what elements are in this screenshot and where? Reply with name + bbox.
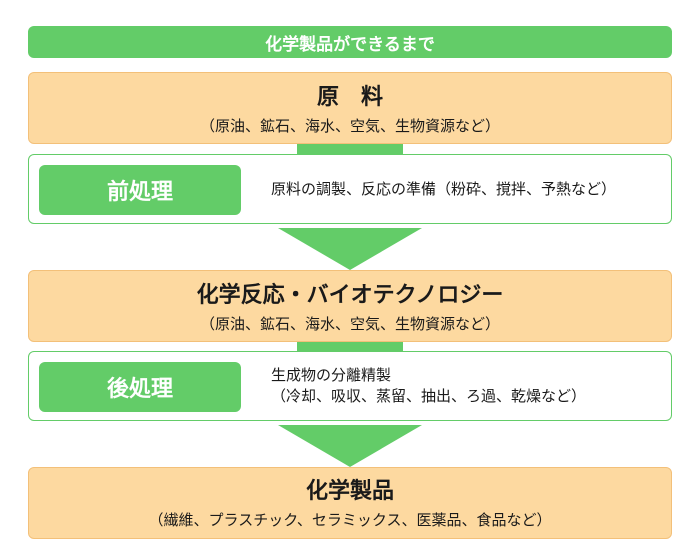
post-process-desc-line1: 生成物の分離精製: [271, 366, 392, 384]
post-process-label: 後処理: [39, 362, 241, 412]
diagram-title: 化学製品ができるまで: [28, 26, 672, 58]
raw-material-box: 原 料 （原油、鉱石、海水、空気、生物資源など）: [28, 72, 672, 144]
post-process-description: 生成物の分離精製 （冷却、吸収、蒸留、抽出、ろ過、乾燥など）: [271, 365, 586, 407]
connector-reaction-to-post: [297, 340, 403, 352]
raw-material-title: 原 料: [316, 85, 383, 110]
reaction-title: 化学反応・バイオテクノロジー: [196, 283, 504, 308]
down-arrow-1-shape: [278, 228, 422, 270]
raw-material-subtitle: （原油、鉱石、海水、空気、生物資源など）: [199, 117, 500, 135]
reaction-subtitle: （原油、鉱石、海水、空気、生物資源など）: [199, 315, 500, 333]
product-box: 化学製品 （繊維、プラスチック、セラミックス、医薬品、食品など）: [28, 467, 672, 539]
product-title: 化学製品: [305, 479, 394, 504]
reaction-box: 化学反応・バイオテクノロジー （原油、鉱石、海水、空気、生物資源など）: [28, 270, 672, 342]
post-process-desc-line2: （冷却、吸収、蒸留、抽出、ろ過、乾燥など）: [271, 387, 587, 405]
pre-process-label: 前処理: [39, 165, 241, 215]
pre-process-box: 前処理 原料の調製、反応の準備（粉砕、撹拌、予熱など）: [28, 154, 672, 224]
product-subtitle: （繊維、プラスチック、セラミックス、医薬品、食品など）: [148, 511, 552, 529]
down-arrow-2-shape: [278, 425, 422, 467]
post-process-box: 後処理 生成物の分離精製 （冷却、吸収、蒸留、抽出、ろ過、乾燥など）: [28, 351, 672, 421]
down-arrow-2: [278, 425, 422, 467]
down-arrow-1: [278, 228, 422, 270]
pre-process-desc-text: 原料の調製、反応の準備（粉砕、撹拌、予熱など）: [271, 180, 617, 198]
connector-raw-to-pre: [297, 143, 403, 155]
pre-process-description: 原料の調製、反応の準備（粉砕、撹拌、予熱など）: [271, 179, 616, 200]
